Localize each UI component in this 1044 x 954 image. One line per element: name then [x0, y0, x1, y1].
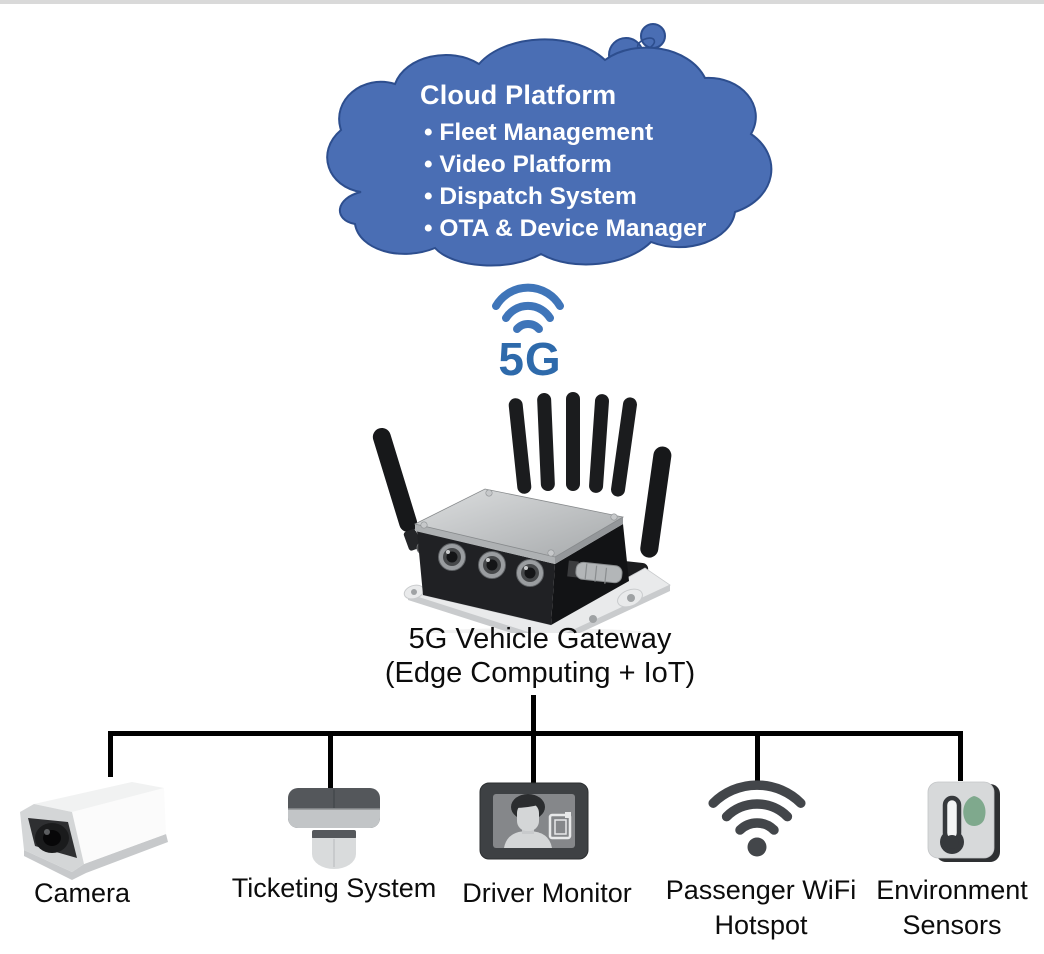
- passenger-wifi-label: Passenger WiFi Hotspot: [656, 873, 866, 943]
- passenger-wifi-label-line2: Hotspot: [714, 910, 808, 940]
- camera-icon: [20, 782, 168, 880]
- gateway-subtitle: (Edge Computing + IoT): [384, 657, 696, 689]
- 5g-signal-icon: [492, 283, 564, 333]
- thermometer-glyph: [940, 795, 964, 854]
- passenger-wifi-label-line1: Passenger WiFi: [665, 875, 857, 905]
- ticket-validator-icon: [288, 788, 380, 869]
- cloud-service-item: Video Platform: [424, 149, 740, 181]
- leaf-glyph: [963, 796, 986, 826]
- driver-monitor-label: Driver Monitor: [462, 878, 632, 908]
- environment-sensors-label-line1: Environment: [876, 875, 1028, 905]
- gateway-title: 5G Vehicle Gateway: [408, 623, 672, 655]
- camera-label: Camera: [33, 878, 131, 908]
- driver-monitor-icon: [479, 782, 589, 860]
- wifi-icon: [708, 780, 806, 857]
- cloud-service-item: OTA & Device Manager: [424, 213, 740, 245]
- cloud-platform-block: Cloud Platform Fleet Management Video Pl…: [420, 80, 740, 245]
- cloud-service-item: Dispatch System: [424, 181, 740, 213]
- cloud-service-list: Fleet Management Video Platform Dispatch…: [424, 117, 740, 245]
- vehicle-gateway-device-icon: [372, 392, 672, 633]
- 5g-label: 5G: [498, 333, 562, 385]
- screen-camera-glyph: [548, 812, 572, 840]
- top-border-strip: [0, 0, 1044, 4]
- ticketing-system-label: Ticketing System: [231, 873, 437, 903]
- cloud-service-item: Fleet Management: [424, 117, 740, 149]
- environment-sensors-label-line2: Sensors: [902, 910, 1002, 940]
- environment-sensor-icon: [927, 781, 1000, 862]
- environment-sensors-label: Environment Sensors: [847, 873, 1044, 943]
- gateway-caption: 5G Vehicle Gateway (Edge Computing + IoT…: [338, 622, 742, 690]
- driver-face-graphic: [504, 794, 552, 848]
- cloud-title: Cloud Platform: [420, 80, 617, 110]
